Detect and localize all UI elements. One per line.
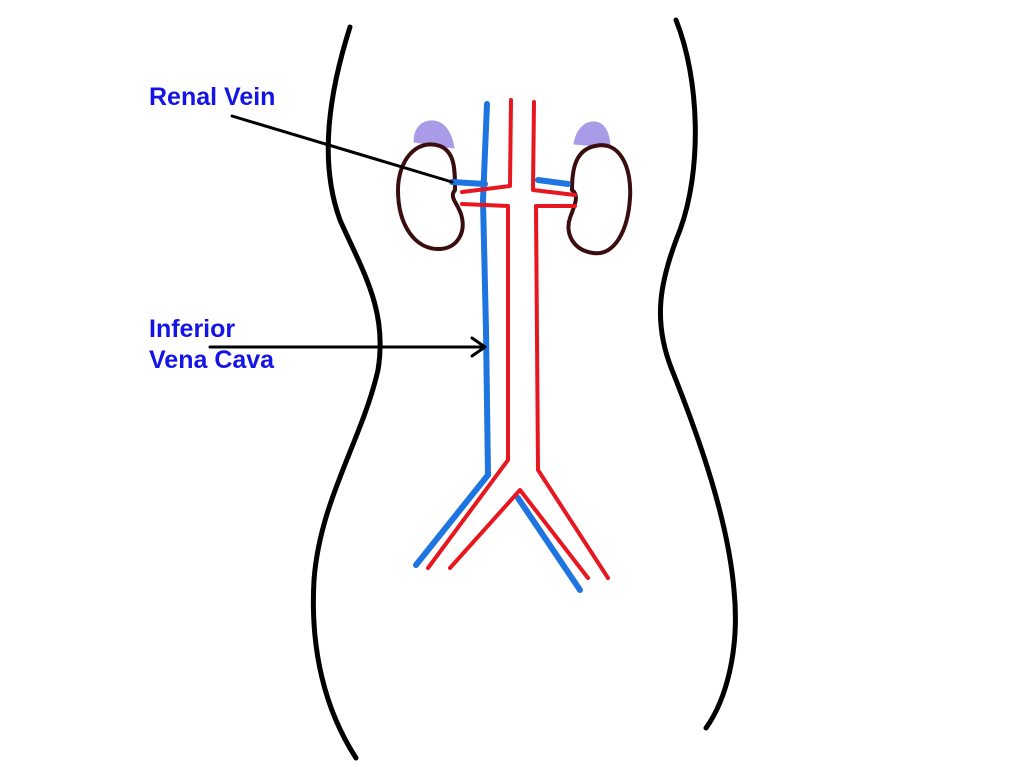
- body-outline-left: [310, 24, 383, 761]
- aorta-right-wall: [531, 100, 610, 580]
- inferior-vena-cava: [413, 101, 491, 568]
- renal-vein-left: [449, 179, 488, 187]
- aorta-bifurcation: [448, 488, 590, 580]
- renal-vein-label: Renal Vein: [149, 83, 276, 111]
- renal-vein-pointer: [230, 114, 454, 184]
- ivc-label-line-1: Inferior: [149, 315, 236, 343]
- aorta-left-wall: [426, 98, 513, 570]
- inferior-vena-cava-label: Inferior Vena Cava: [149, 314, 274, 376]
- ivc-label-line-2: Vena Cava: [149, 346, 275, 374]
- kidney-left: [395, 142, 465, 252]
- ivc-pointer: [208, 336, 487, 358]
- iliac-vein-right-branch: [515, 495, 583, 593]
- kidney-right: [566, 143, 633, 256]
- renal-vein-right: [535, 177, 571, 187]
- body-outline-right: [657, 17, 738, 731]
